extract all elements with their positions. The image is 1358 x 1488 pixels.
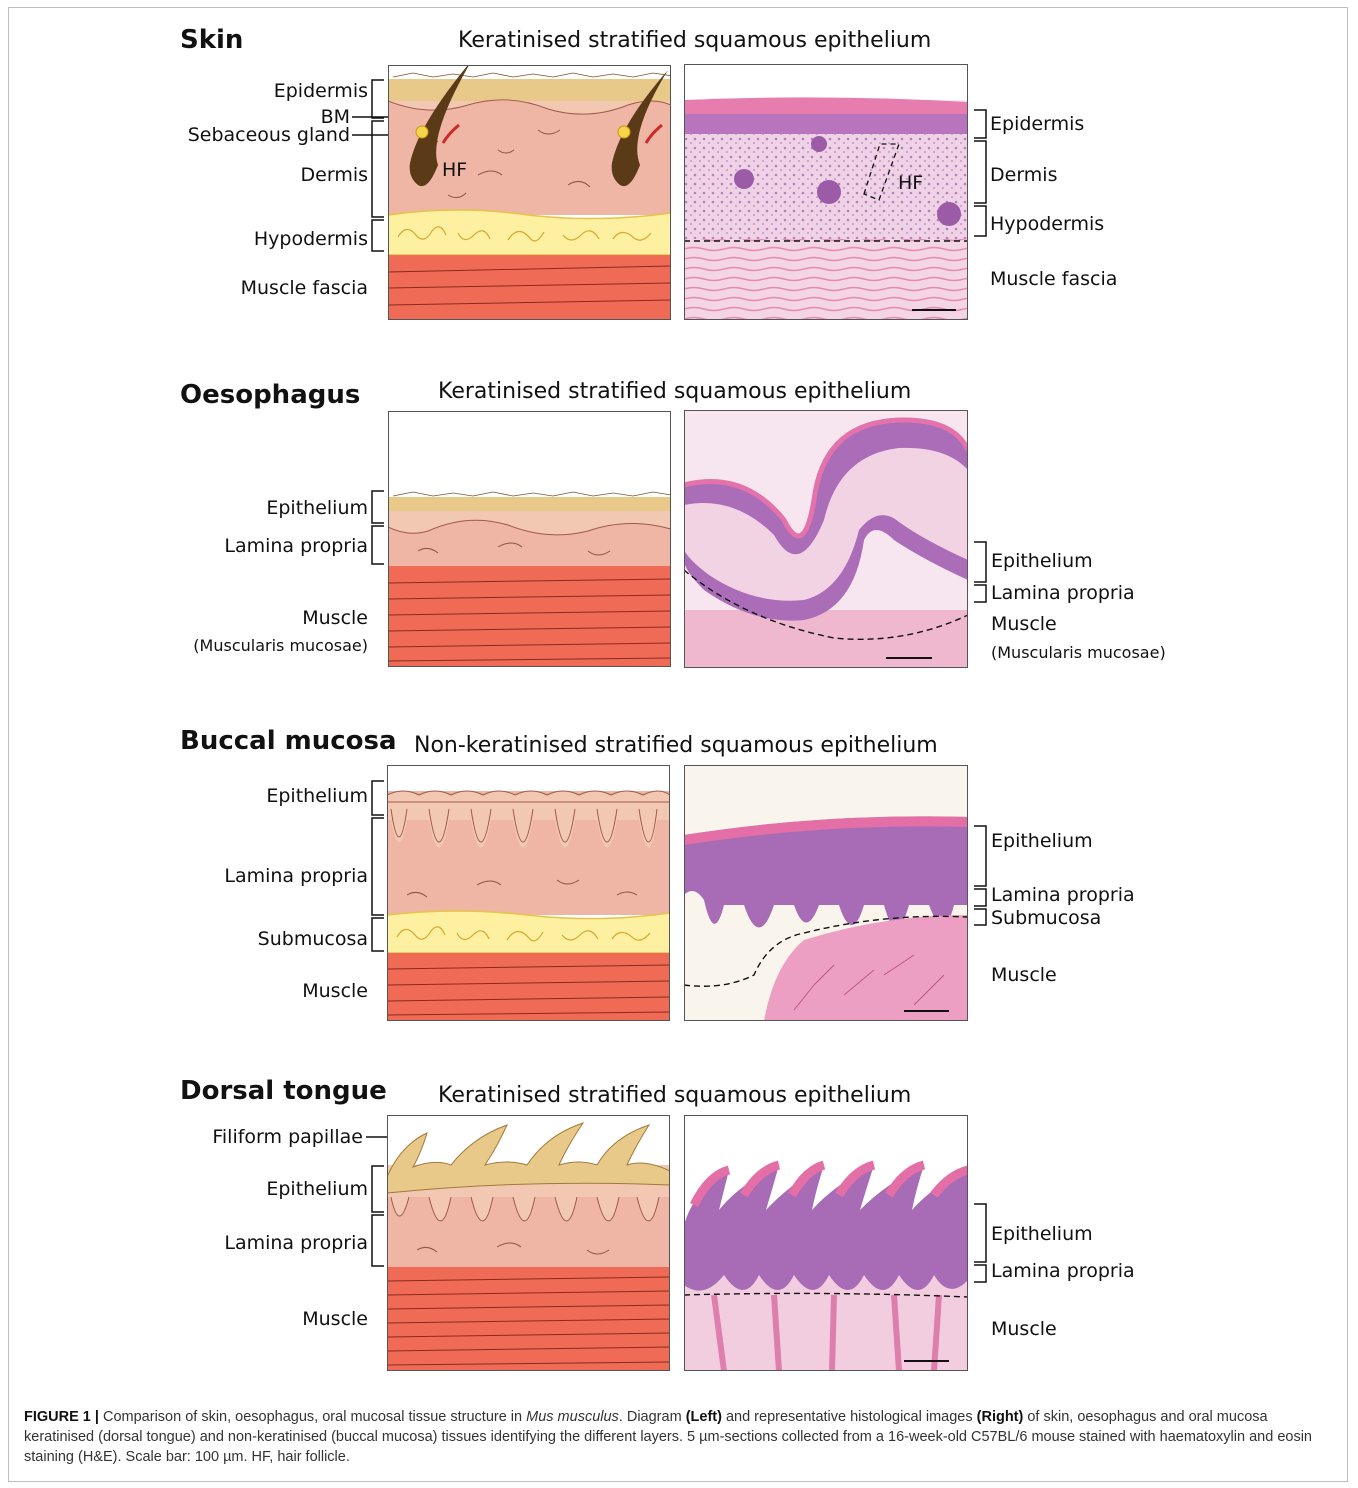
skin-title: Skin	[180, 25, 243, 55]
buccal-subtitle: Non-keratinised stratified squamous epit…	[414, 733, 938, 758]
caption-text-2: . Diagram	[619, 1409, 686, 1425]
tongue-diagram	[387, 1115, 670, 1371]
skin-histology-image	[684, 64, 968, 320]
tongue-label-muscle: Muscle	[302, 1308, 368, 1330]
oesophagus-right-muscularis: (Muscularis mucosae)	[991, 643, 1166, 662]
oesophagus-diagram	[388, 411, 671, 667]
oesophagus-label-lamina-propria: Lamina propria	[224, 535, 368, 557]
skin-histology-hf: HF	[898, 172, 923, 194]
oesophagus-right-epithelium: Epithelium	[991, 550, 1093, 572]
tongue-subtitle: Keratinised stratified squamous epitheli…	[438, 1083, 911, 1108]
caption-right: (Right)	[977, 1409, 1024, 1425]
tongue-right-lamina-propria: Lamina propria	[991, 1260, 1135, 1282]
buccal-title: Buccal mucosa	[180, 726, 397, 756]
skin-label-sebaceous-gland: Sebaceous gland	[188, 124, 350, 146]
skin-label-epidermis: Epidermis	[274, 80, 368, 102]
tongue-label-filiform-papillae: Filiform papillae	[212, 1126, 363, 1148]
skin-right-epidermis: Epidermis	[990, 113, 1084, 135]
skin-label-dermis: Dermis	[301, 164, 368, 186]
caption-text-1: Comparison of skin, oesophagus, oral muc…	[99, 1409, 526, 1425]
buccal-right-submucosa: Submucosa	[991, 907, 1101, 929]
caption-left: (Left)	[686, 1409, 722, 1425]
oesophagus-left-brackets	[366, 485, 390, 570]
caption-species: Mus musculus	[526, 1409, 619, 1425]
skin-diagram	[388, 65, 671, 320]
skin-label-hf: HF	[442, 159, 467, 181]
figure-caption: FIGURE 1 | Comparison of skin, oesophagu…	[24, 1407, 1334, 1467]
buccal-diagram	[387, 765, 670, 1021]
buccal-label-muscle: Muscle	[302, 980, 368, 1002]
caption-text-3: and representative histological images	[722, 1409, 977, 1425]
oesophagus-right-muscle: Muscle	[991, 613, 1057, 635]
buccal-right-lamina-propria: Lamina propria	[991, 884, 1135, 906]
skin-subtitle: Keratinised stratified squamous epitheli…	[458, 28, 931, 53]
tongue-right-muscle: Muscle	[991, 1318, 1057, 1340]
buccal-label-lamina-propria: Lamina propria	[224, 865, 368, 887]
skin-right-hypodermis: Hypodermis	[990, 213, 1104, 235]
skin-label-muscle-fascia: Muscle fascia	[241, 277, 368, 299]
oesophagus-label-epithelium: Epithelium	[266, 497, 368, 519]
skin-right-muscle-fascia: Muscle fascia	[990, 268, 1117, 290]
tongue-label-epithelium: Epithelium	[266, 1178, 368, 1200]
buccal-histology-image	[684, 765, 968, 1021]
skin-label-hypodermis: Hypodermis	[254, 228, 368, 250]
oesophagus-right-lamina-propria: Lamina propria	[991, 582, 1135, 604]
buccal-right-muscle: Muscle	[991, 964, 1057, 986]
figure-label: FIGURE 1 |	[24, 1409, 99, 1425]
tongue-label-lamina-propria: Lamina propria	[224, 1232, 368, 1254]
tongue-histology-image	[684, 1115, 968, 1371]
tongue-title: Dorsal tongue	[180, 1076, 387, 1106]
oesophagus-label-muscularis: (Muscularis mucosae)	[193, 636, 368, 655]
oesophagus-histology-image	[684, 410, 968, 668]
oesophagus-label-muscle: Muscle	[302, 607, 368, 629]
oesophagus-title: Oesophagus	[180, 380, 360, 410]
buccal-right-epithelium: Epithelium	[991, 830, 1093, 852]
tongue-right-epithelium: Epithelium	[991, 1223, 1093, 1245]
skin-left-brackets	[366, 60, 390, 320]
skin-right-dermis: Dermis	[990, 164, 1057, 186]
buccal-label-submucosa: Submucosa	[258, 928, 368, 950]
oesophagus-subtitle: Keratinised stratified squamous epitheli…	[438, 379, 911, 404]
buccal-label-epithelium: Epithelium	[266, 785, 368, 807]
